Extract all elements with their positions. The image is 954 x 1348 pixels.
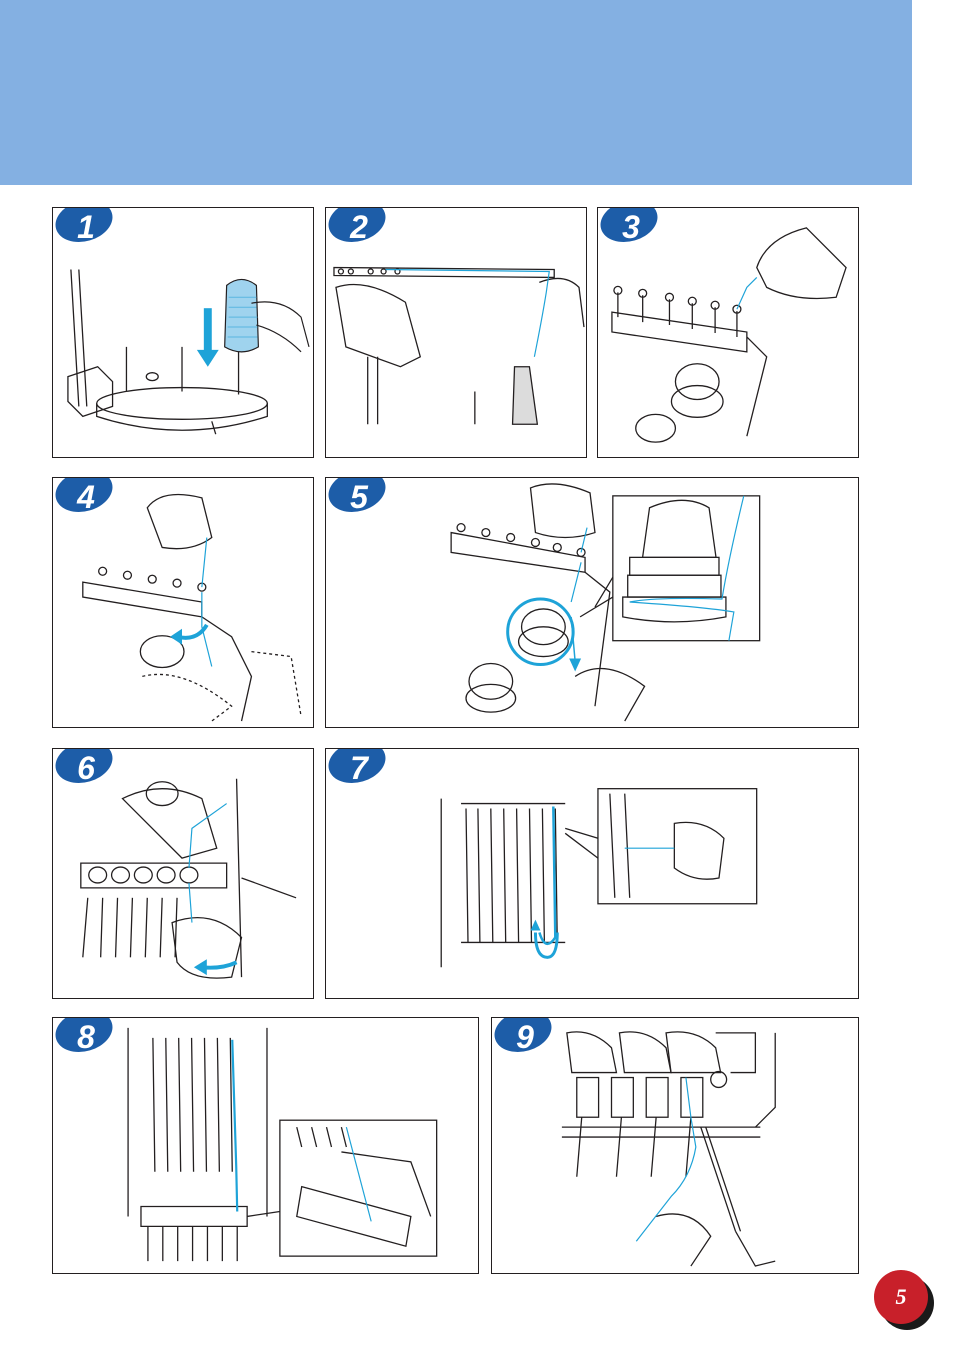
step-7-panel: 7 (325, 748, 859, 999)
step-6-panel: 6 (52, 748, 314, 999)
page-number: 5 (874, 1270, 928, 1324)
step-6-number: 6 (58, 748, 114, 789)
step-7-number: 7 (331, 748, 387, 789)
step-3-number: 3 (603, 207, 659, 248)
step-9-panel: 9 (491, 1017, 859, 1274)
step-5-number: 5 (331, 477, 387, 518)
header-banner (0, 0, 912, 185)
step-1-number: 1 (58, 207, 114, 248)
take-up-lever-illustration (326, 749, 858, 998)
step-8-panel: 8 (52, 1017, 479, 1274)
step-8-number: 8 (58, 1017, 114, 1058)
step-2-number: 2 (331, 207, 387, 248)
tension-disc-wrap-illustration (326, 478, 858, 727)
curved-arrow-icon (170, 625, 207, 645)
step-4-panel: 4 (52, 477, 314, 728)
step-1-panel: 1 (52, 207, 314, 458)
down-arrow-icon (197, 308, 219, 367)
step-5-panel: 5 (325, 477, 859, 728)
needle-bar-guide-illustration (53, 1018, 478, 1273)
step-3-panel: 3 (597, 207, 859, 458)
step-9-number: 9 (497, 1017, 553, 1058)
spool-icon (225, 279, 259, 351)
step-2-panel: 2 (325, 207, 587, 458)
page-number-badge: 5 (874, 1270, 934, 1330)
step-4-number: 4 (58, 477, 114, 518)
curved-arrow-icon (194, 959, 237, 975)
